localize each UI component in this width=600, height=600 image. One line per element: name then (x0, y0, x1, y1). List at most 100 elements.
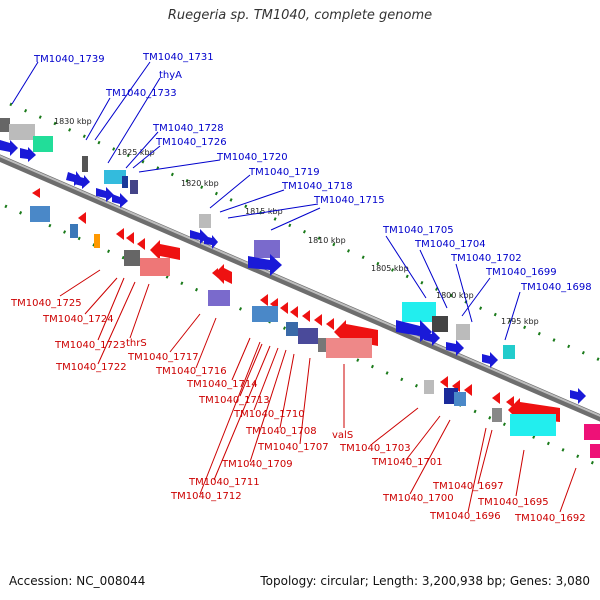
gene-feature[interactable] (74, 175, 90, 189)
scale-label: 1820 kbp (181, 179, 219, 188)
gene-feature[interactable] (124, 250, 140, 266)
gene-label[interactable]: TM1040_1699 (485, 267, 557, 278)
gene-label[interactable]: thyA (159, 70, 182, 81)
gene-label[interactable]: TM1040_1716 (155, 366, 227, 377)
gene-label[interactable]: TM1040_1695 (477, 497, 549, 508)
gene-feature[interactable] (456, 324, 470, 340)
gene-feature[interactable] (0, 118, 10, 132)
gene-label[interactable]: TM1040_1692 (514, 513, 586, 524)
gene-feature[interactable] (126, 232, 134, 244)
gene-label[interactable]: TM1040_1726 (155, 137, 227, 148)
gene-label[interactable]: TM1040_1717 (127, 352, 199, 363)
gene-feature[interactable] (0, 140, 18, 156)
gene-feature[interactable] (510, 414, 556, 436)
gene-feature[interactable] (130, 180, 138, 194)
gene-feature[interactable] (214, 264, 232, 284)
gene-label[interactable]: thrS (126, 338, 147, 349)
gene-label[interactable]: TM1040_1725 (10, 298, 82, 309)
gene-label[interactable]: TM1040_1728 (152, 123, 224, 134)
gene-label[interactable]: TM1040_1697 (432, 481, 504, 492)
gene-label[interactable]: TM1040_1696 (429, 511, 501, 522)
gene-feature[interactable] (137, 238, 145, 250)
gene-feature[interactable] (96, 187, 114, 202)
gene-label[interactable]: TM1040_1720 (216, 152, 288, 163)
gene-label[interactable]: TM1040_1710 (233, 409, 305, 420)
gene-label[interactable]: TM1040_1719 (248, 167, 320, 178)
gene-label[interactable]: TM1040_1722 (55, 362, 127, 373)
gene-label[interactable]: TM1040_1724 (42, 314, 114, 325)
gene-feature[interactable] (199, 214, 211, 228)
gene-feature[interactable] (424, 380, 434, 394)
gene-feature[interactable] (570, 388, 586, 404)
gene-feature[interactable] (482, 352, 498, 368)
gene-feature[interactable] (440, 376, 448, 388)
gene-feature[interactable] (78, 212, 86, 224)
gene-feature[interactable] (396, 320, 432, 342)
gene-feature[interactable] (32, 188, 40, 198)
gene-label[interactable]: TM1040_1703 (339, 443, 411, 454)
gene-feature[interactable] (260, 294, 268, 306)
gene-feature[interactable] (116, 228, 124, 240)
gene-label[interactable]: TM1040_1733 (105, 88, 177, 99)
gene-label[interactable]: TM1040_1704 (414, 239, 486, 250)
gene-label[interactable]: TM1040_1707 (257, 442, 329, 453)
gene-label[interactable]: TM1040_1723 (54, 340, 126, 351)
gene-feature[interactable] (584, 424, 600, 440)
gene-feature[interactable] (140, 258, 170, 276)
gene-label[interactable]: TM1040_1709 (221, 459, 293, 470)
gene-feature[interactable] (9, 124, 35, 140)
gene-label[interactable]: TM1040_1698 (520, 282, 592, 293)
gene-feature[interactable] (33, 136, 53, 152)
gene-feature[interactable] (286, 322, 298, 336)
gene-feature[interactable] (424, 330, 440, 346)
gene-label[interactable]: TM1040_1739 (33, 54, 105, 65)
gene-feature[interactable] (30, 206, 50, 222)
gene-feature[interactable] (326, 338, 372, 358)
gene-feature[interactable] (590, 444, 600, 458)
gene-label[interactable]: TM1040_1708 (245, 426, 317, 437)
gene-feature[interactable] (318, 338, 326, 352)
gene-feature[interactable] (150, 240, 180, 260)
gene-label[interactable]: TM1040_1718 (281, 181, 353, 192)
gene-label[interactable]: TM1040_1713 (198, 395, 270, 406)
gene-feature[interactable] (122, 176, 128, 188)
gene-feature[interactable] (104, 170, 126, 184)
gene-label[interactable]: TM1040_1714 (186, 379, 258, 390)
gene-feature[interactable] (94, 234, 100, 248)
gene-feature[interactable] (204, 235, 218, 249)
gene-feature[interactable] (254, 240, 280, 258)
gene-feature[interactable] (82, 156, 88, 172)
gene-feature[interactable] (190, 229, 208, 244)
gene-feature[interactable] (298, 328, 318, 344)
gene-label[interactable]: valS (332, 430, 353, 441)
gene-feature[interactable] (492, 392, 500, 404)
gene-feature[interactable] (248, 254, 282, 276)
gene-label[interactable]: TM1040_1712 (170, 491, 242, 502)
gene-feature[interactable] (290, 306, 298, 318)
gene-label[interactable]: TM1040_1715 (313, 195, 385, 206)
gene-feature[interactable] (208, 290, 230, 306)
gene-feature[interactable] (280, 302, 288, 314)
gene-feature[interactable] (326, 318, 334, 330)
gene-feature[interactable] (492, 408, 502, 422)
genome-summary-text: Topology: circular; Length: 3,200,938 bp… (260, 574, 590, 588)
gene-label[interactable]: TM1040_1731 (142, 52, 214, 63)
gene-feature[interactable] (20, 147, 36, 162)
gene-feature[interactable] (503, 345, 515, 359)
gene-feature[interactable] (506, 396, 514, 408)
gene-label[interactable]: TM1040_1702 (450, 253, 522, 264)
gene-label[interactable]: TM1040_1705 (382, 225, 454, 236)
gene-feature[interactable] (70, 224, 78, 238)
gene-feature[interactable] (454, 392, 466, 406)
gene-feature[interactable] (112, 193, 128, 208)
gene-feature[interactable] (314, 314, 322, 326)
gene-feature[interactable] (252, 306, 278, 322)
gene-label[interactable]: TM1040_1711 (188, 477, 260, 488)
gene-label[interactable]: TM1040_1700 (382, 493, 454, 504)
gene-feature[interactable] (402, 302, 436, 322)
gene-feature[interactable] (302, 310, 310, 322)
gene-feature[interactable] (432, 316, 448, 332)
gene-feature[interactable] (446, 340, 464, 356)
gene-feature[interactable] (464, 384, 472, 396)
gene-label[interactable]: TM1040_1701 (371, 457, 443, 468)
